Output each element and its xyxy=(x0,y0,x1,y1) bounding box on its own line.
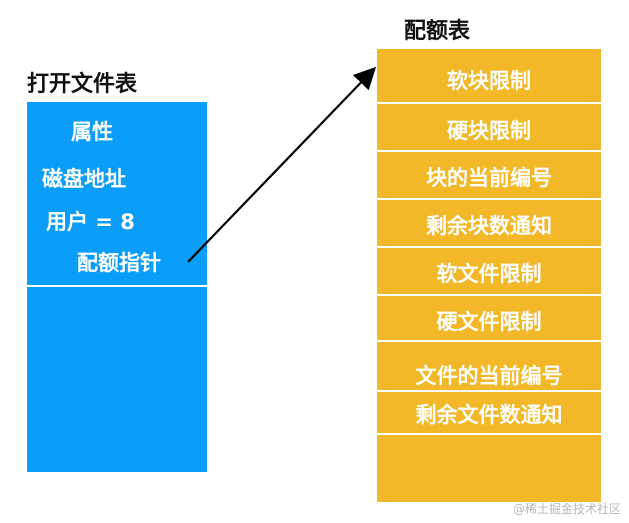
quota-row-divider xyxy=(377,150,601,152)
quota-row-divider xyxy=(377,294,601,296)
quota-row-files-left-warning: 剩余文件数通知 xyxy=(415,403,563,427)
quota-row-divider xyxy=(377,390,601,392)
quota-row-hard-file-limit: 硬文件限制 xyxy=(436,310,542,334)
open-file-table-title: 打开文件表 xyxy=(27,72,138,97)
quota-row-divider xyxy=(377,246,601,248)
quota-row-current-files: 文件的当前编号 xyxy=(415,364,563,388)
quota-row-divider xyxy=(377,433,601,435)
quota-row-hard-block-limit: 硬块限制 xyxy=(447,119,531,143)
quota-row-soft-block-limit: 软块限制 xyxy=(447,69,531,93)
quota-row-divider xyxy=(377,102,601,104)
field-quota-pointer: 配额指针 xyxy=(77,251,161,275)
open-table-divider xyxy=(27,285,207,287)
quota-row-current-blocks: 块的当前编号 xyxy=(426,166,552,190)
field-disk-address: 磁盘地址 xyxy=(42,167,126,191)
field-user: 用户 = 8 xyxy=(46,210,135,234)
quota-table-title: 配额表 xyxy=(404,19,471,44)
quota-pointer-arrow xyxy=(187,66,377,263)
open-file-table: 属性 磁盘地址 用户 = 8 配额指针 xyxy=(27,102,207,472)
quota-row-divider xyxy=(377,340,601,342)
quota-row-soft-file-limit: 软文件限制 xyxy=(436,262,542,286)
watermark: @稀土掘金技术社区 xyxy=(512,502,621,516)
field-attributes: 属性 xyxy=(71,120,113,144)
quota-table: 软块限制 硬块限制 块的当前编号 剩余块数通知 软文件限制 硬文件限制 文件的当… xyxy=(377,49,601,502)
quota-row-blocks-left-warning: 剩余块数通知 xyxy=(426,214,552,238)
quota-row-divider xyxy=(377,198,601,200)
